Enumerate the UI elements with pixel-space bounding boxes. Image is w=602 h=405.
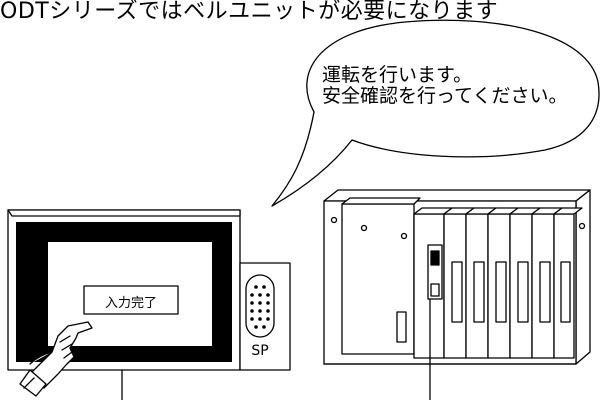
speaker-unit [239, 262, 291, 371]
pointing-hand-icon [19, 321, 93, 397]
input-complete-button-label: 入力完了 [104, 296, 157, 311]
speaker-grille-frame [245, 274, 275, 338]
mount-screw-4 [578, 222, 586, 230]
speaker-unit-body [239, 262, 291, 371]
speech-bubble-line-2: 安全確認を行ってください。 [322, 85, 568, 107]
touch-panel [7, 209, 241, 401]
plc-rack-side [575, 189, 591, 365]
plc-rack [323, 189, 591, 401]
mount-screw-2 [360, 224, 368, 232]
touch-panel-bevel [7, 209, 241, 217]
mount-screw-3 [400, 232, 408, 240]
speaker-label: SP [251, 343, 269, 359]
speech-bubble-line-1: 運転を行います。 [322, 64, 473, 86]
mount-screw-1 [330, 216, 338, 224]
speaker-grille-holes [250, 285, 270, 329]
page-caption: ODTシリーズではベルユニットが必要になります [0, 0, 499, 24]
input-complete-button[interactable] [83, 285, 179, 315]
speech-bubble-outline [271, 19, 600, 207]
